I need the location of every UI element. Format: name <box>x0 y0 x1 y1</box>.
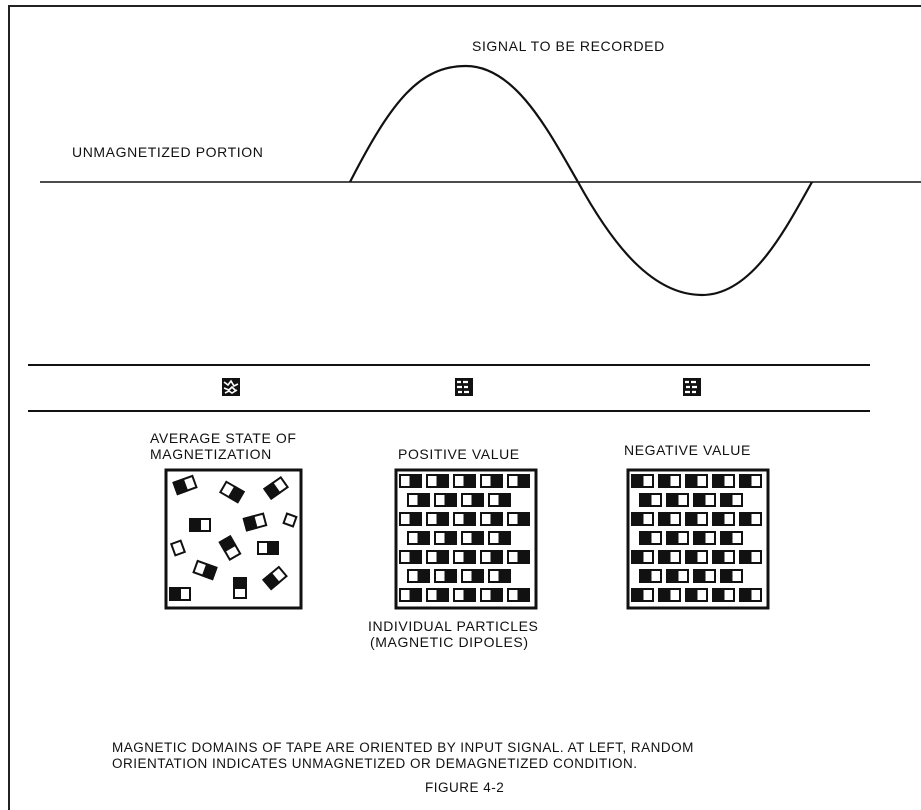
negative-value-label: NEGATIVE VALUE <box>624 442 751 458</box>
dipole-pole <box>666 569 679 583</box>
dipole-pole <box>498 531 511 545</box>
dipole-pole <box>631 588 644 602</box>
dipole-pole <box>471 569 484 583</box>
dipole-pole <box>712 550 725 564</box>
dipole-pole <box>463 550 476 564</box>
tape-domain-average <box>222 378 240 396</box>
dipole-pole <box>436 512 449 526</box>
positive-value-label: POSITIVE VALUE <box>398 446 520 462</box>
dipole-pole <box>517 588 530 602</box>
dipole-pole <box>658 550 671 564</box>
dipole-pole <box>666 493 679 507</box>
dipole-pole <box>463 588 476 602</box>
dipole-pole <box>685 550 698 564</box>
signal-label: SIGNAL TO BE RECORDED <box>472 38 665 54</box>
dipole-pole <box>417 493 430 507</box>
dipole-pole <box>693 569 706 583</box>
dipole-pole <box>693 493 706 507</box>
dipole-pole <box>693 531 706 545</box>
dipole-pole <box>658 588 671 602</box>
dipole-pole <box>417 531 430 545</box>
dipole-pole <box>490 588 503 602</box>
dipole-pole <box>685 474 698 488</box>
dipole-pole <box>436 474 449 488</box>
dipole-pole <box>436 550 449 564</box>
figure-number: FIGURE 4-2 <box>425 780 505 795</box>
dipole-pole <box>444 493 457 507</box>
dipole-pole <box>517 474 530 488</box>
dipole-pole <box>685 588 698 602</box>
tape-domain-positive <box>455 378 473 396</box>
dipole-panel-negative <box>626 468 770 610</box>
dipole-pole <box>739 588 752 602</box>
dipole-pole <box>631 550 644 564</box>
dipole-pole <box>417 569 430 583</box>
dipole-pole <box>720 493 733 507</box>
dipole-pole <box>444 531 457 545</box>
average-state-label-line2: MAGNETIZATION <box>150 446 272 462</box>
dipole-panel-random <box>164 468 303 610</box>
dipole-pole <box>498 493 511 507</box>
dipole-pole <box>409 550 422 564</box>
dipole-pole <box>463 474 476 488</box>
dipole-pole <box>666 531 679 545</box>
dipole-pole <box>490 550 503 564</box>
particles-label-line1: INDIVIDUAL PARTICLES <box>368 618 539 634</box>
dipole-pole <box>498 569 511 583</box>
dipole-pole <box>409 474 422 488</box>
dipole-pole <box>720 531 733 545</box>
dipole-pole <box>639 531 652 545</box>
dipole-pole <box>490 474 503 488</box>
dipole-pole <box>444 569 457 583</box>
dipole-pole <box>631 474 644 488</box>
dipole-pole <box>739 512 752 526</box>
dipole-pole <box>712 512 725 526</box>
average-state-label-line1: AVERAGE STATE OF <box>150 430 297 446</box>
dipole-pole <box>739 474 752 488</box>
dipole-pole <box>639 493 652 507</box>
dipole-pole <box>409 588 422 602</box>
signal-waveform <box>349 64 813 297</box>
particles-label-line2: (MAGNETIC DIPOLES) <box>370 634 529 650</box>
dipole-pole <box>712 588 725 602</box>
dipole-panel-positive <box>394 468 538 610</box>
dipole-pole <box>658 474 671 488</box>
dipole-pole <box>463 512 476 526</box>
figure-frame <box>8 5 921 810</box>
tape-domain-negative <box>683 378 701 396</box>
dipole-pole <box>409 512 422 526</box>
dipole-pole <box>490 512 503 526</box>
dipole-pole <box>471 531 484 545</box>
dipole-pole <box>517 512 530 526</box>
dipole-pole <box>712 474 725 488</box>
caption-line2: ORIENTATION INDICATES UNMAGNETIZED OR DE… <box>112 756 638 771</box>
caption-line1: MAGNETIC DOMAINS OF TAPE ARE ORIENTED BY… <box>112 740 694 755</box>
dipole-pole <box>631 512 644 526</box>
unmagnetized-label: UNMAGNETIZED PORTION <box>72 144 264 160</box>
dipole-pole <box>720 569 733 583</box>
dipole-pole <box>436 588 449 602</box>
dipole-pole <box>739 550 752 564</box>
dipole-pole <box>517 550 530 564</box>
dipole-pole <box>658 512 671 526</box>
dipole-pole <box>639 569 652 583</box>
dipole-pole <box>685 512 698 526</box>
dipole-pole <box>471 493 484 507</box>
